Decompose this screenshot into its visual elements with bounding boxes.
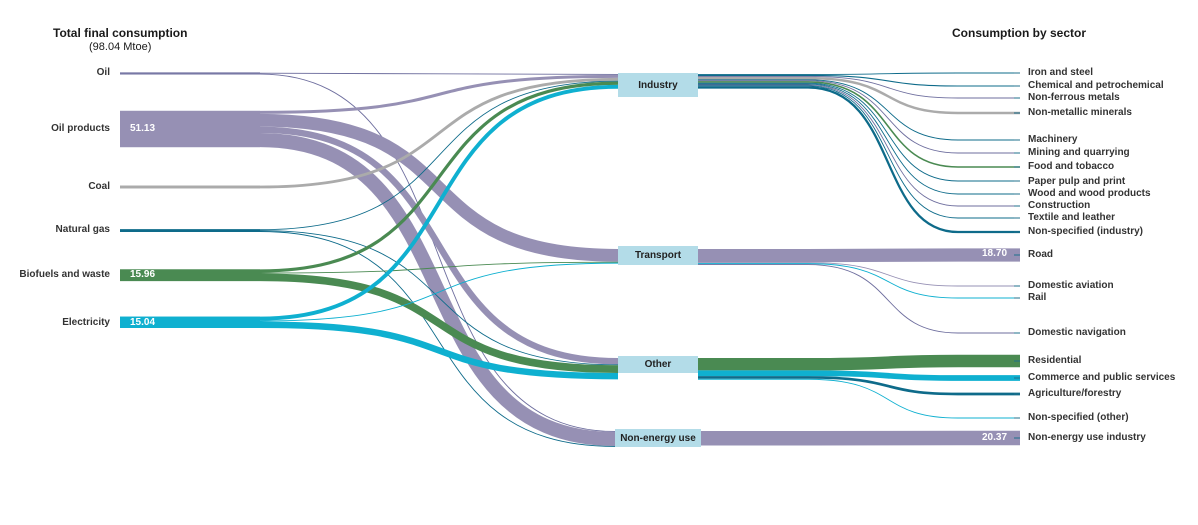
flow-out-other-to-nonspec_other — [698, 378, 1020, 419]
flow-out-industry-to-construction — [698, 84, 1020, 207]
flow-out-industry-to-nonferrous — [698, 75, 1020, 99]
flow-out-industry-to-food — [698, 81, 1020, 168]
source-label-oil: Oil — [96, 67, 110, 78]
flow-in-biofuels-to-other — [120, 273, 619, 373]
value-label-oil-products: 51.13 — [130, 123, 156, 134]
source-label-electricity: Electricity — [62, 317, 110, 328]
flow-in-oil_products-to-nonenergy — [120, 133, 616, 447]
target-agriculture: Agriculture/forestry — [1028, 388, 1122, 399]
flow-in-coal-to-industry — [120, 77, 619, 189]
source-bars — [120, 72, 260, 328]
flow-in-biofuels-to-industry — [120, 81, 619, 273]
source-label-coal: Coal — [88, 181, 110, 192]
flow-out-industry-to-iron — [698, 72, 1020, 75]
flow-out-other-to-agri — [698, 376, 1020, 396]
target-non-ferrous: Non-ferrous metals — [1028, 92, 1120, 103]
value-label-non-energy-use-industry: 20.37 — [982, 432, 1008, 443]
flow-out-other-to-commerce — [698, 370, 1020, 381]
target-ticks — [1014, 72, 1020, 439]
output-flows — [698, 72, 1020, 446]
flow-out-transport-to-rail — [698, 263, 1020, 299]
left-title: Total final consumption — [53, 26, 188, 40]
flow-in-oil_products-to-other — [120, 126, 619, 365]
source-bar-coal — [120, 185, 260, 189]
target-food: Food and tobacco — [1028, 161, 1115, 172]
source-bar-natural_gas — [120, 229, 260, 231]
input-flows — [120, 72, 619, 447]
value-label-biofuels: 15.96 — [130, 269, 156, 280]
target-mining: Mining and quarrying — [1028, 147, 1130, 158]
hub-non-energy-use: Non-energy use — [615, 429, 701, 447]
value-label-road: 18.70 — [982, 248, 1008, 259]
target-road: Road — [1028, 249, 1053, 260]
flow-in-oil-to-nonenergy — [120, 73, 616, 432]
right-title: Consumption by sector — [952, 26, 1087, 40]
target-iron-and-steel: Iron and steel — [1028, 67, 1094, 78]
flow-in-electricity-to-other — [120, 321, 619, 380]
target-chemical: Chemical and petrochemical — [1028, 80, 1164, 91]
target-textile: Textile and leather — [1028, 212, 1116, 223]
source-label-natural-gas: Natural gas — [55, 224, 110, 235]
flow-in-natural_gas-to-industry — [120, 80, 619, 231]
source-bar-electricity — [120, 316, 260, 328]
source-label-biofuels: Biofuels and waste — [19, 269, 110, 280]
flow-out-industry-to-nonspec_ind — [698, 86, 1020, 234]
flow-in-biofuels-to-transport — [120, 261, 619, 274]
flow-in-electricity-to-transport — [120, 262, 619, 322]
target-non-specified-industry: Non-specified (industry) — [1028, 226, 1144, 237]
target-machinery: Machinery — [1028, 134, 1078, 145]
target-residential: Residential — [1028, 355, 1082, 366]
target-non-energy-use-industry: Non-energy use industry — [1028, 432, 1146, 443]
flow-out-industry-to-chem — [698, 74, 1020, 87]
target-commerce: Commerce and public services — [1028, 372, 1176, 383]
flow-out-industry-to-paper — [698, 82, 1020, 182]
target-domestic-aviation: Domestic aviation — [1028, 280, 1114, 291]
source-bar-biofuels — [120, 269, 260, 281]
target-wood: Wood and wood products — [1028, 188, 1151, 199]
flow-out-other-to-residential — [698, 354, 1020, 371]
flow-out-industry-to-nonmetallic — [698, 76, 1020, 115]
target-domestic-navigation: Domestic navigation — [1028, 327, 1126, 338]
target-non-metallic: Non-metallic minerals — [1028, 107, 1132, 118]
target-paper: Paper pulp and print — [1028, 176, 1126, 187]
flow-in-electricity-to-industry — [120, 84, 619, 321]
hub-industry: Industry — [618, 73, 698, 97]
flow-out-industry-to-machinery — [698, 79, 1020, 141]
flow-out-industry-to-textile — [698, 85, 1020, 219]
flow-in-natural_gas-to-nonenergy — [120, 231, 616, 447]
source-bar-oil — [120, 72, 260, 74]
left-subtitle: (98.04 Mtoe) — [89, 41, 152, 53]
source-bar-oil_products — [120, 110, 260, 148]
source-label-oil-products: Oil products — [51, 123, 110, 134]
flow-in-oil-to-industry — [120, 72, 619, 75]
target-non-specified-other: Non-specified (other) — [1028, 412, 1129, 423]
flow-out-transport-to-dom_navigation — [698, 264, 1020, 334]
flow-out-industry-to-wood — [698, 83, 1020, 195]
hub-transport: Transport — [618, 246, 698, 265]
flow-in-oil_products-to-industry — [120, 74, 619, 114]
flow-out-transport-to-road — [698, 248, 1020, 263]
value-label-electricity: 15.04 — [130, 317, 156, 328]
flow-out-industry-to-mining — [698, 80, 1020, 154]
target-rail: Rail — [1028, 292, 1047, 303]
flow-out-transport-to-dom_aviation — [698, 262, 1020, 287]
hub-other: Other — [618, 356, 698, 373]
target-construction: Construction — [1028, 200, 1091, 211]
